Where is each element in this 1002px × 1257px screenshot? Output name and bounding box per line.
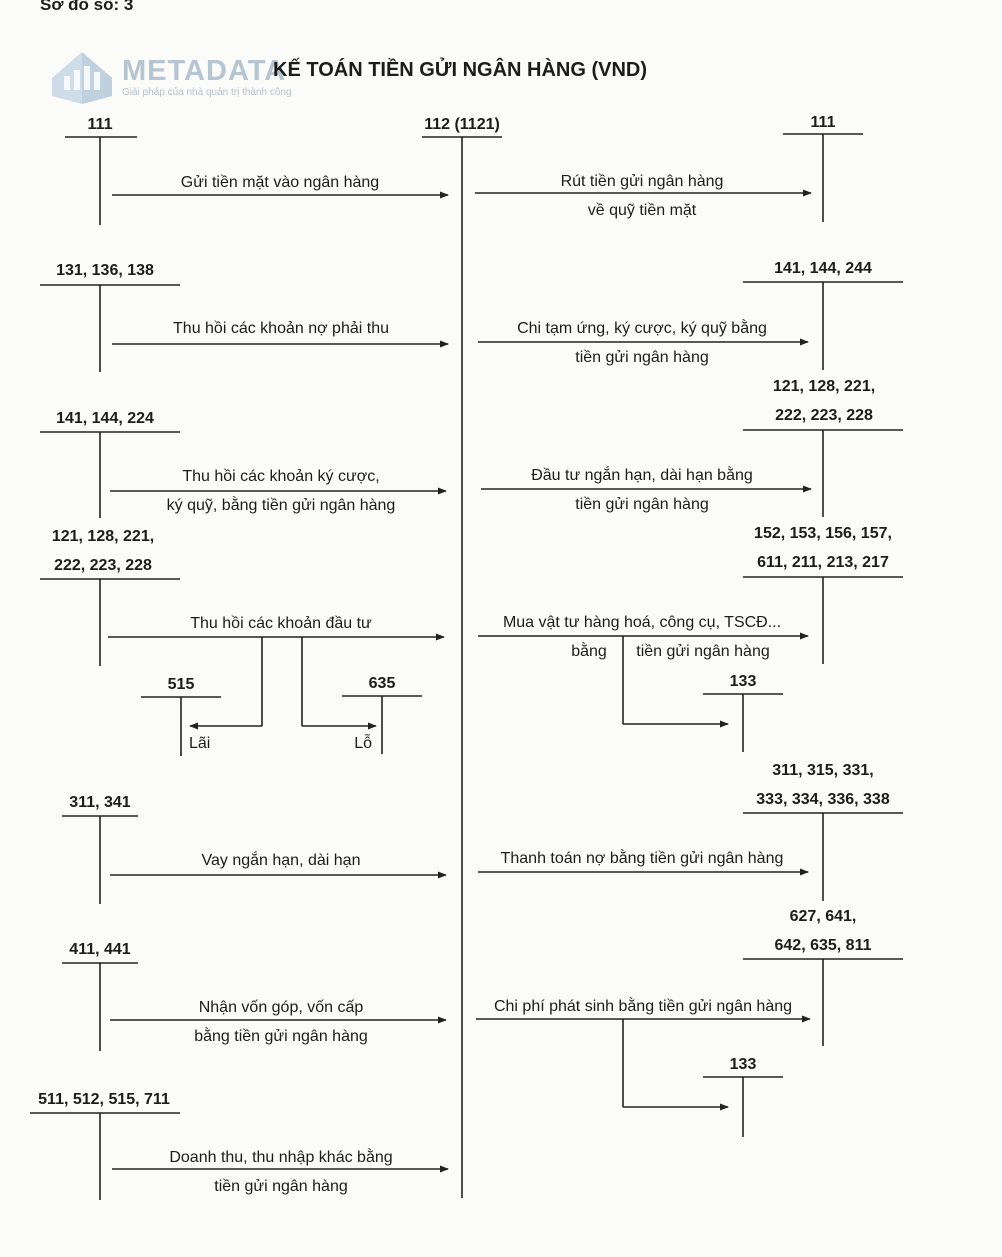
watermark-name: METADATA [122,55,286,87]
sub-account-133: 133 [703,1056,783,1137]
right-description: về quỹ tiền mặt [588,202,697,219]
right-account-label: 121, 128, 221, [773,378,875,395]
right-description: tiền gửi ngân hàng [575,349,708,366]
left-description: Thu hồi các khoản đầu tư [190,615,372,632]
right-description: tiền gửi ngân hàng [575,496,708,513]
right-account-label: 141, 144, 244 [774,260,872,277]
center-account: 112 (1121) [422,116,502,1198]
right-account-label: 627, 641, [790,908,857,925]
diagram-number: Sơ đồ số: 3 [40,0,133,14]
left-block-5: 311, 341 Vay ngắn hạn, dài hạn [62,794,447,904]
left-block-2: 131, 136, 138 Thu hồi các khoản nợ phải … [40,262,449,372]
left-block-4: 121, 128, 221, 222, 223, 228 Thu hồi các… [40,528,445,756]
left-description: Doanh thu, thu nhập khác bằng [169,1147,392,1166]
left-block-1: 111 Gửi tiền mặt vào ngân hàng [65,116,449,225]
center-account-label: 112 (1121) [424,116,500,133]
left-account-label: 121, 128, 221, [52,528,154,545]
sub-account-133: 133 [703,673,783,752]
right-block-3: 121, 128, 221, 222, 223, 228 Đầu tư ngắn… [481,378,903,517]
left-description: ký quỹ, bằng tiền gửi ngân hàng [167,495,396,514]
right-account-label: 333, 334, 336, 338 [756,791,890,808]
sub-account-label: 635 [369,675,396,692]
profit-label: Lãi [189,735,210,752]
left-description: Nhận vốn góp, vốn cấp [199,999,364,1016]
right-description: Thanh toán nợ bằng tiền gửi ngân hàng [501,848,784,867]
left-account-label: 141, 144, 224 [56,410,154,427]
right-account-label: 222, 223, 228 [775,407,873,424]
right-block-2: 141, 144, 244 Chi tạm ứng, ký cược, ký q… [478,260,903,370]
right-description: tiền gửi ngân hàng [636,643,769,660]
left-block-6: 411, 441 Nhận vốn góp, vốn cấp bằng tiền… [62,941,447,1051]
sub-account-635: 635 Lỗ [342,675,422,754]
right-block-5: 311, 315, 331, 333, 334, 336, 338 Thanh … [478,762,903,901]
house-chart-logo-icon [52,52,112,104]
left-block-7: 511, 512, 515, 711 Doanh thu, thu nhập k… [30,1091,449,1200]
watermark-tagline: Giải pháp của nhà quản trị thành công [122,86,292,98]
left-account-label: 511, 512, 515, 711 [38,1091,170,1108]
right-description: bằng [571,641,607,660]
right-account-label: 111 [811,114,836,131]
right-description: Chi tạm ứng, ký cược, ký quỹ bằng [517,318,767,337]
left-description: tiền gửi ngân hàng [214,1178,347,1195]
right-description: Chi phí phát sinh bằng tiền gửi ngân hàn… [494,996,792,1015]
sub-account-515: 515 Lãi [141,676,221,756]
left-description: Thu hồi các khoản ký cược, [182,468,379,485]
left-description: Vay ngắn hạn, dài hạn [202,850,361,869]
left-description: Thu hồi các khoản nợ phải thu [173,320,389,337]
left-account-label: 411, 441 [69,941,131,958]
watermark-logo: METADATA Giải pháp của nhà quản trị thàn… [52,52,292,104]
right-block-4: 152, 153, 156, 157, 611, 211, 213, 217 M… [478,525,903,752]
right-account-label: 642, 635, 811 [775,937,872,954]
diagram-title: KẾ TOÁN TIỀN GỬI NGÂN HÀNG (VND) [273,57,647,81]
sub-account-label: 515 [168,676,195,693]
left-account-label: 111 [88,116,113,133]
loss-label: Lỗ [354,733,372,752]
right-account-label: 611, 211, 213, 217 [757,554,889,571]
left-block-3: 141, 144, 224 Thu hồi các khoản ký cược,… [40,410,447,518]
left-account-label: 131, 136, 138 [56,262,154,279]
left-account-label: 222, 223, 228 [54,557,152,574]
left-description: Gửi tiền mặt vào ngân hàng [181,174,379,191]
sub-account-label: 133 [730,673,757,690]
left-account-label: 311, 341 [69,794,131,811]
right-description: Rút tiền gửi ngân hàng [561,173,724,190]
right-block-1: 111 Rút tiền gửi ngân hàng về quỹ tiền m… [475,114,863,222]
right-description: Đầu tư ngắn hạn, dài hạn bằng [531,465,753,484]
sub-account-label: 133 [730,1056,757,1073]
right-description: Mua vật tư hàng hoá, công cụ, TSCĐ... [503,614,781,631]
left-description: bằng tiền gửi ngân hàng [194,1026,368,1045]
right-account-label: 311, 315, 331, [772,762,873,779]
right-account-label: 152, 153, 156, 157, [754,525,892,542]
right-block-6: 627, 641, 642, 635, 811 Chi phí phát sin… [476,908,903,1137]
